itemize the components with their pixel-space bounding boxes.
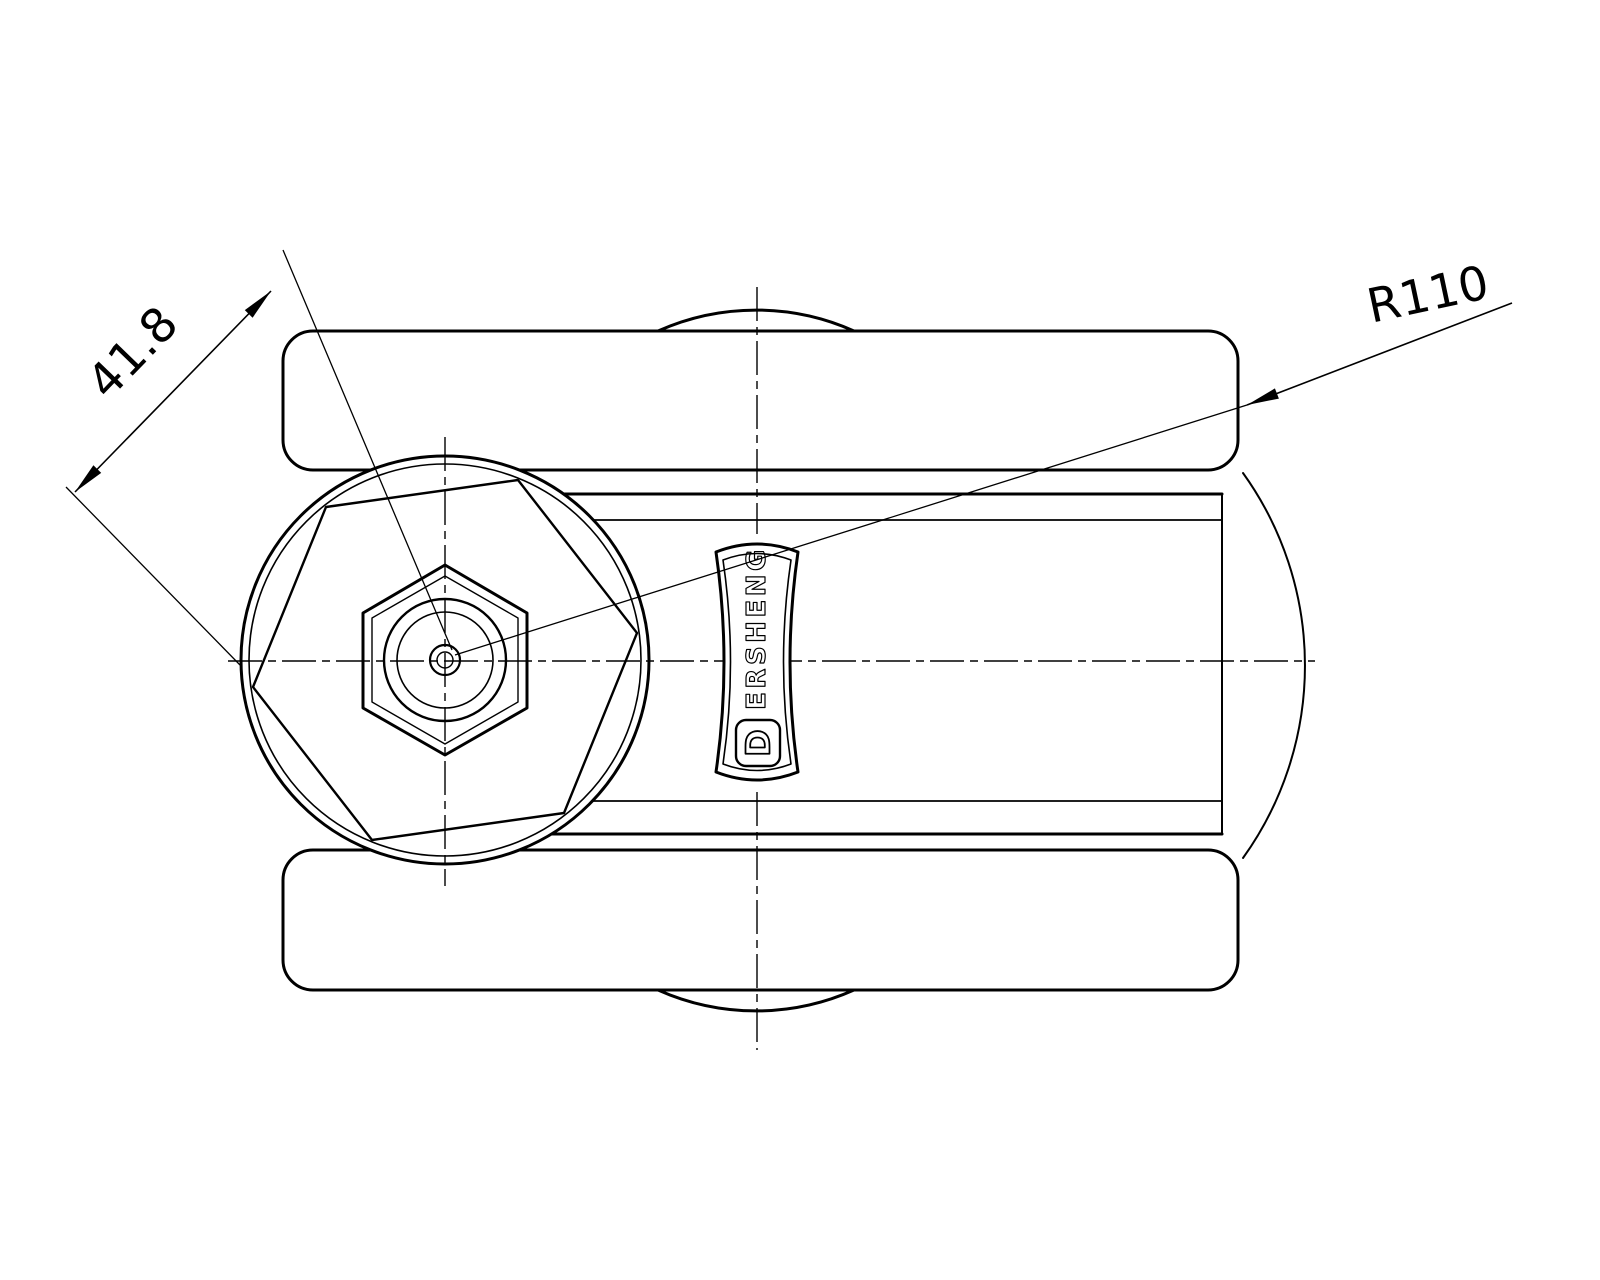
body-end-arc xyxy=(1242,472,1306,859)
brand-tag: ERSHENG D xyxy=(714,542,800,782)
bottom-roller-bump-arc xyxy=(656,988,856,1013)
dim-41-8-arrowhead-lower xyxy=(75,465,102,492)
dim-41-8-extension-line-lower xyxy=(65,486,241,666)
bottom-roller xyxy=(281,848,1240,992)
dim-r110-arrowhead xyxy=(1247,388,1279,405)
dim-r110-text: R110 xyxy=(1362,255,1493,334)
hex-socket xyxy=(251,478,639,842)
brand-tag-text: ERSHENG xyxy=(742,546,772,710)
dim-41-8-dimension-line xyxy=(74,290,272,493)
dim-41-8-arrowhead-upper xyxy=(244,291,271,318)
brand-tag-inner-outline xyxy=(722,552,792,772)
dim-41-8-extension-line-upper xyxy=(282,249,453,651)
dim-r110-radius-line xyxy=(454,404,1248,656)
brand-logo-box xyxy=(734,718,782,768)
brand-logo-letter: D xyxy=(739,729,778,756)
brand-tag-outline xyxy=(714,542,800,782)
hex-nut-chamfer xyxy=(371,575,519,745)
top-roller-bump-arc xyxy=(656,308,856,333)
dim-r110-leader-line xyxy=(1246,302,1513,406)
top-roller xyxy=(281,329,1240,472)
